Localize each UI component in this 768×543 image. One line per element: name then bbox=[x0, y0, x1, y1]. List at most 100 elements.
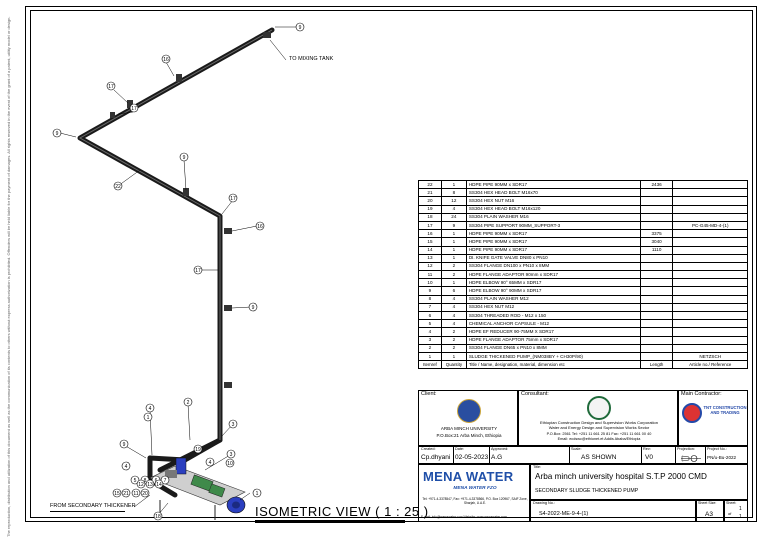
item-balloon-label: 1 bbox=[147, 415, 150, 421]
approved-label: Approved: bbox=[491, 447, 509, 451]
bom-cell-length bbox=[639, 343, 674, 353]
bom-cell-ref bbox=[672, 212, 748, 222]
bom-cell-item: 2 bbox=[418, 343, 442, 353]
item-balloon bbox=[113, 181, 123, 191]
projection-symbol-icon bbox=[681, 455, 701, 462]
project-no-value: PN/u-Bu-2022 bbox=[707, 455, 737, 460]
bom-cell-qty: 6 bbox=[440, 286, 467, 296]
item-balloon-label: 9 bbox=[299, 25, 302, 31]
bom-header-length: Length bbox=[639, 360, 674, 370]
sheet-size-value: A3 bbox=[705, 511, 713, 518]
bom-cell-item: 13 bbox=[418, 253, 442, 263]
item-balloon-label: 16 bbox=[257, 224, 263, 230]
item-balloon-label: 12 bbox=[138, 482, 144, 488]
bom-cell-item: 8 bbox=[418, 294, 442, 304]
item-balloon bbox=[295, 22, 305, 32]
item-balloon bbox=[129, 103, 139, 113]
bom-cell-title: HDPE PIPE 90MM x SDR17 bbox=[465, 179, 641, 190]
item-balloon-label: 5 bbox=[134, 478, 137, 484]
bom-cell-ref: PC-G45-MD-4-(1) bbox=[672, 220, 748, 231]
bom-header-qty: Quantity bbox=[440, 360, 467, 370]
bom-cell-ref bbox=[672, 245, 748, 255]
bom-cell-ref bbox=[672, 188, 748, 198]
item-balloon bbox=[140, 488, 150, 498]
bom-cell-length bbox=[639, 286, 674, 296]
item-balloon bbox=[193, 265, 203, 275]
item-balloon-label: 21 bbox=[123, 491, 129, 497]
bom-cell-length bbox=[639, 188, 674, 198]
item-balloon-label: 17 bbox=[230, 196, 236, 202]
bom-cell-qty: 2 bbox=[440, 335, 467, 345]
bom-cell-length bbox=[639, 220, 674, 231]
bom-cell-ref bbox=[672, 229, 748, 239]
bom-cell-length bbox=[639, 327, 674, 337]
sheet-of: of bbox=[728, 511, 732, 516]
contractor-name: TNT CONSTRUCTION AND TRADING bbox=[703, 405, 747, 415]
bom-cell-ref bbox=[672, 343, 748, 353]
bom-cell-item: 22 bbox=[418, 179, 442, 190]
item-balloon-label: 11 bbox=[133, 491, 138, 497]
bom-cell-title: SS304 PIPE SUPPORT 90MM_SUPPORT-3 bbox=[465, 220, 641, 231]
item-balloon bbox=[154, 479, 164, 489]
item-balloon bbox=[252, 488, 262, 498]
bom-cell-length bbox=[639, 261, 674, 272]
bom-cell-ref bbox=[672, 261, 748, 272]
item-balloon bbox=[121, 461, 131, 471]
bom-cell-title: SS304 THREADED ROD - M12 x 150 bbox=[465, 310, 641, 321]
item-balloon-label: 1 bbox=[256, 491, 259, 497]
item-balloon-label: 9 bbox=[56, 131, 59, 137]
bom-cell-length: 3375 bbox=[639, 229, 674, 239]
item-balloon bbox=[193, 444, 203, 454]
bom-cell-length: 2436 bbox=[639, 179, 674, 190]
callout-to-mixing-tank: TO MIXING TANK bbox=[289, 56, 334, 62]
client-address: P.O.Box:21 Arba Minch, Ethiopia bbox=[436, 433, 502, 438]
item-balloon-label: 2 bbox=[187, 400, 190, 406]
sheet-block: Sheet: 1 of 1 bbox=[724, 500, 748, 522]
bom-cell-qty: 1 bbox=[440, 253, 467, 263]
bom-cell-item: 16 bbox=[418, 229, 442, 239]
item-balloon-label: 10 bbox=[227, 461, 233, 467]
item-balloon-label: 15 bbox=[114, 491, 120, 497]
item-balloon bbox=[255, 221, 265, 231]
bom-cell-title: HDPE PIPE 90MM x SDR17 bbox=[465, 237, 641, 247]
bom-cell-item: 21 bbox=[418, 188, 442, 198]
drawing-title: Arba minch university hospital S.T.P 200… bbox=[535, 472, 707, 481]
bom-cell-item: 1 bbox=[418, 351, 442, 362]
bom-cell-title: CHEMICAL ANCHOR CAPSULE - M12 bbox=[465, 319, 641, 329]
bom-cell-length bbox=[639, 302, 674, 313]
bom-cell-length: 1110 bbox=[639, 245, 674, 255]
drawing-subtitle: SECONDARY SLUDGE THICKENED PUMP bbox=[535, 488, 639, 494]
consultant-logo bbox=[587, 396, 611, 420]
item-balloon-label: 4 bbox=[125, 464, 128, 470]
item-balloon-label: 4 bbox=[149, 406, 152, 412]
consultant-name: Ethiopian Construction Design and Superv… bbox=[540, 420, 658, 425]
bom-cell-item: 6 bbox=[418, 310, 442, 321]
sheet-size-block: Sheet Size: A3 bbox=[696, 500, 724, 522]
item-balloon-label: 7 bbox=[164, 478, 167, 484]
contractor-logo bbox=[682, 403, 702, 423]
item-balloon bbox=[205, 457, 215, 467]
bom-cell-item: 9 bbox=[418, 286, 442, 296]
bom-cell-qty: 9 bbox=[440, 220, 467, 231]
pipe-support bbox=[263, 32, 271, 38]
projection-label: Projection: bbox=[677, 447, 695, 451]
bom-cell-item: 3 bbox=[418, 335, 442, 345]
bom-cell-length bbox=[639, 351, 674, 362]
bom-cell-title: SS304 HEX NUT M16 bbox=[465, 196, 641, 206]
bom-cell-title: HDPE FLANGE ADAPTOR 75mm x SDR17 bbox=[465, 335, 641, 345]
title-label: Title: bbox=[533, 465, 542, 469]
pump-assembly bbox=[149, 457, 246, 520]
bom-cell-length bbox=[639, 196, 674, 206]
bom-cell-qty: 4 bbox=[440, 204, 467, 214]
item-balloon bbox=[106, 81, 116, 91]
